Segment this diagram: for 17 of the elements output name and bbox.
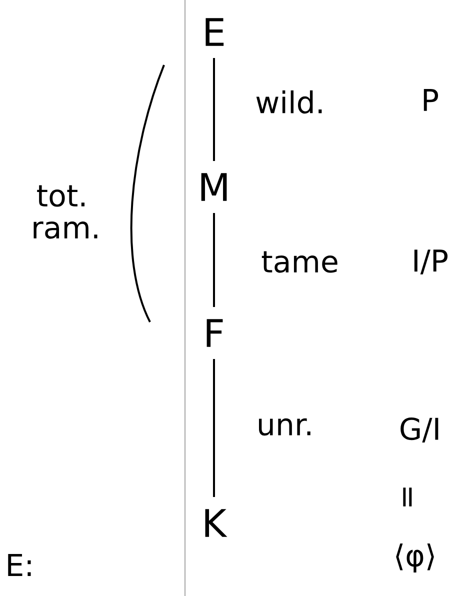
extension-line [213,213,215,307]
field-label: F [206,319,223,347]
field-label: E [206,18,224,46]
quotient-label: I/P [414,250,448,274]
edge-label: wild. [256,90,322,114]
field-label: M [201,173,227,201]
symbol-label: P [424,89,438,111]
note-label: E: [8,554,31,576]
equals-sign: = [403,488,412,506]
formula-label: ⟨φ⟩ [396,544,434,572]
bracket-label: tot. ram. [34,185,98,239]
edge-label: tame [262,251,338,273]
edge-label: unr. [259,418,310,436]
quotient-label: G/I [400,417,438,443]
extension-line [213,359,215,497]
field-label: K [205,509,228,537]
extension-line [213,58,215,161]
